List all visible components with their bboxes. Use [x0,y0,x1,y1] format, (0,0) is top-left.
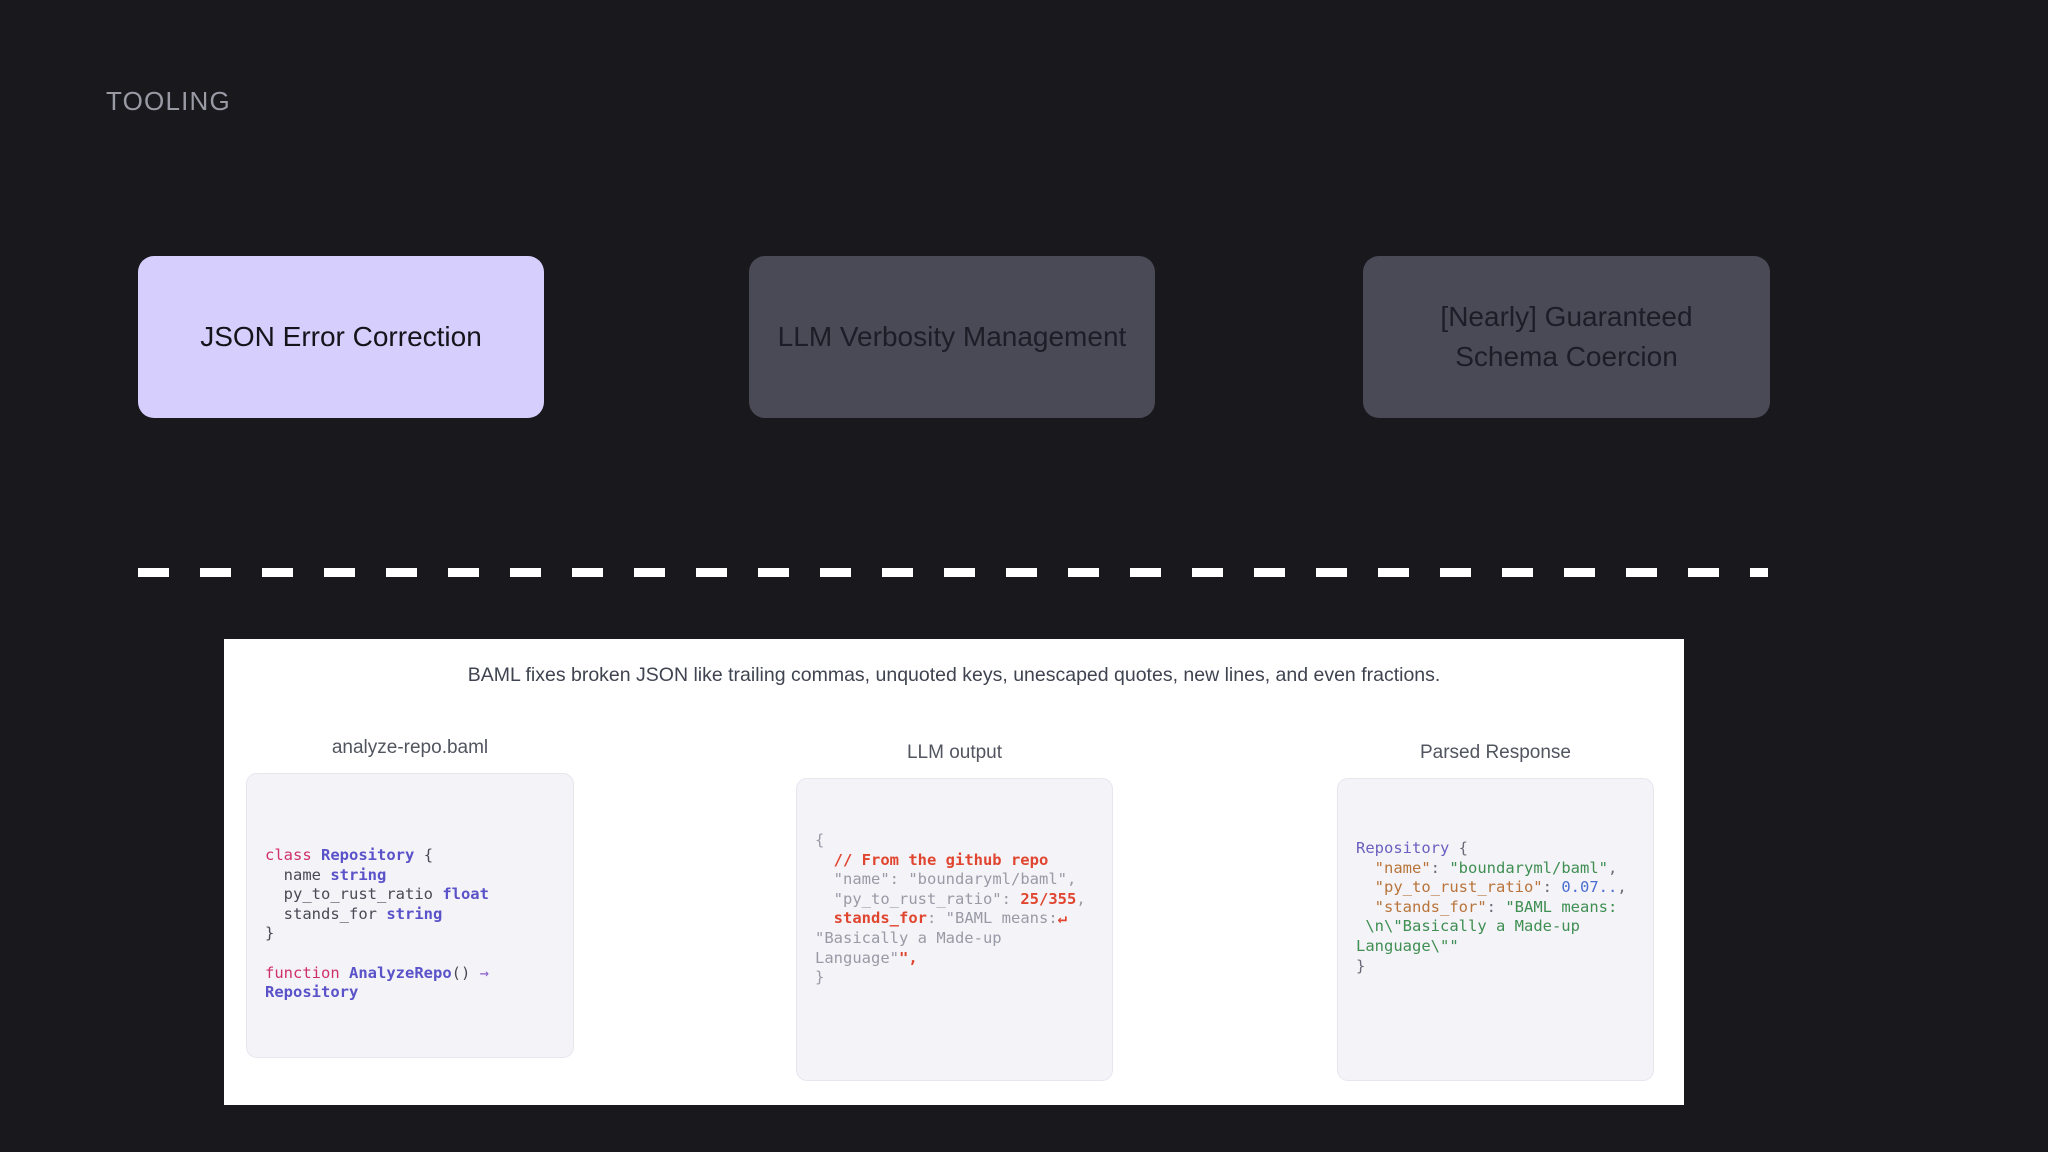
demo-panel: BAML fixes broken JSON like trailing com… [224,639,1684,1105]
code-card-baml-source: class Repository { name string py_to_rus… [246,773,574,1058]
feature-tab-group: JSON Error Correction LLM Verbosity Mana… [138,256,1770,418]
tab-json-error-correction[interactable]: JSON Error Correction [138,256,544,418]
column-label-baml-source: analyze-repo.baml [331,737,489,758]
tab-llm-verbosity-management[interactable]: LLM Verbosity Management [749,256,1155,418]
section-eyebrow: TOOLING [106,86,231,116]
code-card-parsed-response: Repository { "name": "boundaryml/baml", … [1337,778,1654,1081]
code-parsed-response: Repository { "name": "boundaryml/baml", … [1356,839,1627,975]
column-label-parsed-response: Parsed Response [1419,742,1572,763]
tab-label: [Nearly] Guaranteed Schema Coercion [1440,301,1693,372]
code-baml-source: class Repository { name string py_to_rus… [265,846,490,1002]
code-card-llm-output: { // From the github repo "name": "bound… [796,778,1113,1081]
dashed-divider [138,568,1768,577]
code-llm-output: { // From the github repo "name": "bound… [815,831,1086,987]
tab-label: JSON Error Correction [200,321,482,353]
tab-schema-coercion[interactable]: [Nearly] Guaranteed Schema Coercion [1363,256,1770,418]
column-label-llm-output: LLM output [906,742,1003,763]
tab-label: LLM Verbosity Management [777,321,1127,353]
panel-caption: BAML fixes broken JSON like trailing com… [467,664,1441,686]
column-parsed-response: Parsed Response Repository { "name": "bo… [1337,742,1654,1081]
column-baml-source: analyze-repo.baml class Repository { nam… [246,737,574,1058]
column-llm-output: LLM output { // From the github repo "na… [796,742,1113,1081]
